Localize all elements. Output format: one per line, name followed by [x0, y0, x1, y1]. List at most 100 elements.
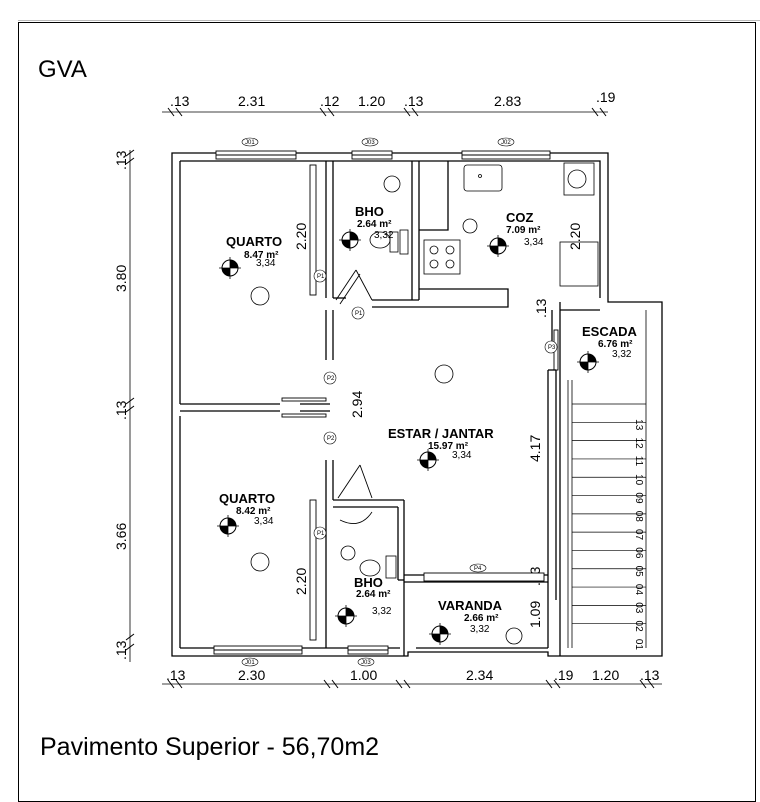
room-area-quarto-1: 8.47 m²	[244, 250, 279, 261]
dim-inner-quarto2: 2.20	[293, 568, 309, 595]
room-area-bho-2: 2.64 m²	[356, 589, 391, 600]
level-marker-icon	[217, 515, 239, 537]
door-tag-p2-quarto2-label: P2	[327, 436, 335, 442]
dim-left-3: .13	[113, 400, 129, 420]
stair-step-number: 05	[633, 566, 644, 578]
level-marker-icon	[339, 229, 361, 251]
stair-step-number: 12	[633, 437, 644, 449]
dim-bottom-1: .13	[166, 667, 186, 683]
dim-left-2: 3.80	[113, 265, 129, 292]
stair-step-number: 10	[633, 474, 644, 486]
dim-top-7: .19	[596, 89, 616, 105]
window-tag-j01-bottom	[241, 657, 259, 667]
stair-step-number: 11	[633, 456, 644, 467]
door-tag-p2-quarto2	[323, 431, 337, 445]
window-tag-j03-top	[361, 137, 379, 147]
window-tag-j02-label: J02	[501, 140, 511, 146]
dim-top-5: .13	[404, 93, 424, 109]
level-marker-icon	[417, 449, 439, 471]
door-tag-p1-quarto2-label: P1	[317, 531, 325, 537]
room-level-coz: 3,34	[524, 237, 544, 248]
window-tag-j01-top	[241, 137, 259, 147]
dim-bottom-3: 1.00	[350, 667, 377, 683]
level-marker-icon	[577, 351, 599, 373]
door-tag-p3-label: P3	[548, 345, 556, 351]
level-marker-icon	[429, 623, 451, 645]
door-tag-p1-bho1	[351, 306, 365, 320]
stair-step-number: 01	[633, 639, 644, 651]
door-tag-p2-quarto1-label: P2	[327, 376, 335, 382]
level-marker-icon	[487, 235, 509, 257]
dim-inner-estar: 4.17	[527, 435, 543, 462]
dim-inner-quarto1: 2.20	[293, 223, 309, 250]
stair-step-number: 13	[633, 419, 644, 431]
window-tag-j02	[497, 137, 515, 147]
dim-top-2: 2.31	[238, 93, 265, 109]
room-name-estar-jantar: ESTAR / JANTAR	[388, 426, 494, 441]
dim-inner-estar-height: 2.94	[349, 391, 365, 418]
dim-inner-varanda: 1.09	[527, 601, 543, 628]
room-area-varanda: 2.66 m²	[464, 613, 499, 624]
door-tag-p1-bho1-label: P1	[355, 311, 363, 317]
stair-step-number: 08	[633, 511, 644, 523]
room-level-varanda: 3,32	[470, 624, 490, 635]
window-tag-j03-top-label: J03	[365, 140, 375, 146]
dim-bottom-5: .19	[554, 667, 574, 683]
window-tag-j01-bottom-label: J01	[245, 660, 255, 666]
room-level-estar-jantar: 3,34	[452, 450, 472, 461]
room-level-quarto-2: 3,34	[254, 516, 274, 527]
dim-top-1: .13	[170, 93, 190, 109]
room-level-quarto-1: 3,34	[256, 258, 276, 269]
stair-step-number: 06	[633, 547, 644, 559]
door-tag-p1-quarto2	[313, 526, 327, 540]
drawing-caption: Pavimento Superior - 56,70m2	[40, 733, 380, 761]
window-tag-j03-bottom-label: J03	[361, 660, 371, 666]
dimension-lines	[125, 107, 662, 689]
room-name-quarto-2: QUARTO	[219, 491, 275, 506]
dim-bottom-6: 1.20	[592, 667, 619, 683]
dim-bottom-7: .13	[640, 667, 660, 683]
dim-top-4: 1.20	[358, 93, 385, 109]
room-area-coz: 7.09 m²	[506, 225, 541, 236]
room-area-escada: 6.76 m²	[598, 339, 633, 350]
room-name-bho-1: BHO	[355, 204, 384, 219]
fixtures	[250, 162, 599, 645]
door-tag-p1-quarto1-label: P1	[317, 274, 325, 280]
stair-step-number: 02	[633, 621, 644, 633]
windows	[213, 150, 551, 655]
sheet-top-border	[18, 20, 760, 21]
door-tag-p1-quarto1	[313, 269, 327, 283]
doors	[281, 164, 559, 641]
window-tag-j03-bottom	[357, 657, 375, 667]
level-marker-icon	[219, 257, 241, 279]
dim-inner-coz: 2.20	[567, 223, 583, 250]
stair-step-number: 04	[633, 584, 644, 596]
dim-bottom-4: 2.34	[466, 667, 493, 683]
door-tag-p4-label: P4	[474, 566, 482, 572]
room-area-bho-1: 2.64 m²	[357, 219, 392, 230]
drawing-label: GVA	[38, 56, 87, 83]
dim-top-6: 2.83	[494, 93, 521, 109]
room-name-varanda: VARANDA	[438, 598, 503, 613]
door-tag-p4	[469, 563, 487, 573]
level-marker-icon	[335, 605, 357, 627]
dim-left-1: .13	[113, 150, 129, 170]
walls	[171, 152, 663, 657]
room-area-estar-jantar: 15.97 m²	[428, 441, 469, 452]
door-tag-p3	[544, 340, 558, 354]
dim-top-3: .12	[320, 93, 340, 109]
room-level-bho-2: 3,32	[372, 606, 392, 617]
dim-bottom-2: 2.30	[238, 667, 265, 683]
stair-step-number: 07	[633, 529, 644, 541]
window-tag-j01-top-label: J01	[245, 140, 255, 146]
dim-inner-escada-wall: .13	[533, 298, 549, 318]
room-level-escada: 3,32	[612, 349, 632, 360]
room-name-coz: COZ	[506, 210, 534, 225]
room-name-quarto-1: QUARTO	[226, 234, 282, 249]
door-tag-p2-quarto1	[323, 371, 337, 385]
room-name-bho-2: BHO	[354, 575, 383, 590]
stair-step-number: 09	[633, 492, 644, 504]
stair-step-number: 03	[633, 602, 644, 614]
room-level-bho-1: 3,32	[374, 230, 394, 241]
